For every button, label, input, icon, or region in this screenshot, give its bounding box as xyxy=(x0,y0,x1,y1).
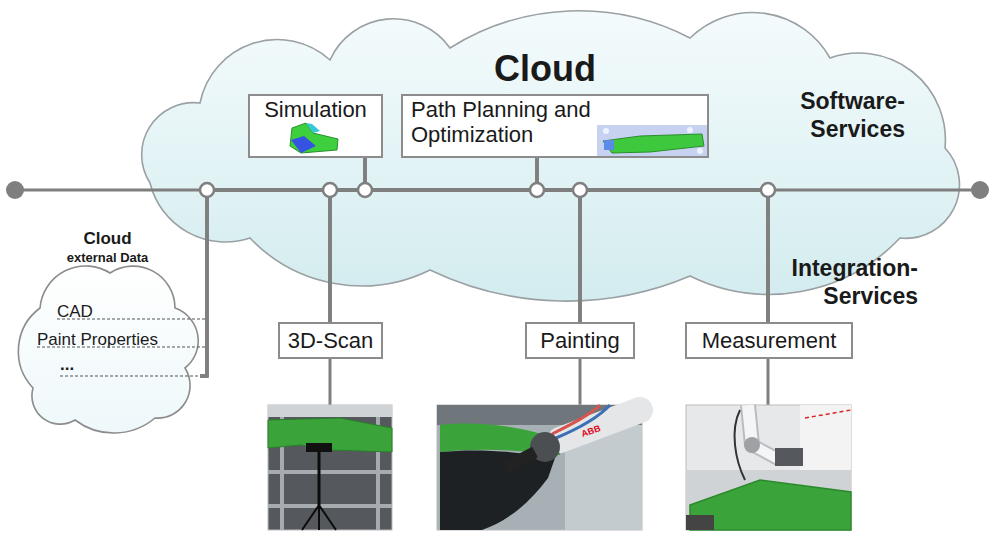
scan-photo xyxy=(268,504,392,508)
scan-photo xyxy=(306,443,332,452)
scan-photo xyxy=(268,418,392,452)
data-item: CAD xyxy=(57,302,177,322)
integration-service-box: 3D-Scan xyxy=(278,322,383,359)
measurement-photo xyxy=(686,405,851,530)
external-data-cloud: Cloud external DataCAD Paint Properties... xyxy=(15,228,200,433)
painting-photo xyxy=(505,452,535,468)
bus-end xyxy=(971,181,989,199)
measurement-photo xyxy=(775,448,803,466)
painting-photo xyxy=(560,410,640,440)
integration-service-box: Measurement xyxy=(685,322,853,359)
measurement-photo xyxy=(690,480,851,530)
scan-photo xyxy=(280,417,284,530)
box-label: 3D-Scan xyxy=(280,328,381,353)
robot-logo: ABB xyxy=(575,422,607,442)
painting-photo xyxy=(440,423,560,455)
software-service-box: Simulation xyxy=(248,94,383,158)
box-label: Path Planning and Optimization xyxy=(411,97,626,148)
measurement-photo xyxy=(686,470,851,530)
photo-wire xyxy=(329,359,332,405)
measurement-photo xyxy=(800,405,851,530)
photo-wire xyxy=(767,359,770,405)
integration-service-box: Painting xyxy=(525,322,635,359)
data-item: Paint Properties xyxy=(37,330,197,350)
software-service-box: Path Planning and Optimization xyxy=(401,94,709,158)
box-label: Painting xyxy=(527,328,633,353)
data-item: ... xyxy=(60,355,120,375)
scan-photo xyxy=(268,470,392,474)
cloud-heading: Cloud xyxy=(15,229,200,249)
scan-photo xyxy=(268,405,392,530)
measurement-photo xyxy=(752,445,780,460)
cloud-shape: CloudSimulation Path Planning and Optimiz… xyxy=(130,8,960,303)
scan-photo xyxy=(318,452,321,505)
measurement-photo xyxy=(748,405,752,445)
measurement-photo xyxy=(744,437,760,453)
cloud-outline-path xyxy=(18,266,198,433)
measurement-photo xyxy=(686,515,714,530)
measurement-photo xyxy=(735,410,745,480)
scan-photo xyxy=(302,505,336,530)
painting-photo xyxy=(530,432,560,462)
painting-photo xyxy=(556,405,610,438)
measurement-photo xyxy=(805,410,851,418)
painting-photo xyxy=(552,405,600,434)
measurement-photo xyxy=(752,445,780,460)
painting-photo xyxy=(437,405,642,425)
bus-end xyxy=(6,181,24,199)
painting-photo xyxy=(565,425,642,530)
scan-photo xyxy=(268,405,392,417)
measurement-photo xyxy=(748,405,752,445)
painting-photo xyxy=(437,405,642,530)
box-label: Measurement xyxy=(687,328,851,353)
box-label: Simulation xyxy=(250,97,381,122)
cloud-title: Cloud xyxy=(130,48,960,89)
cloud-subheading: external Data xyxy=(15,251,200,266)
photo-wire xyxy=(579,359,582,405)
scan-photo xyxy=(376,417,380,530)
painting-photo xyxy=(440,450,555,530)
